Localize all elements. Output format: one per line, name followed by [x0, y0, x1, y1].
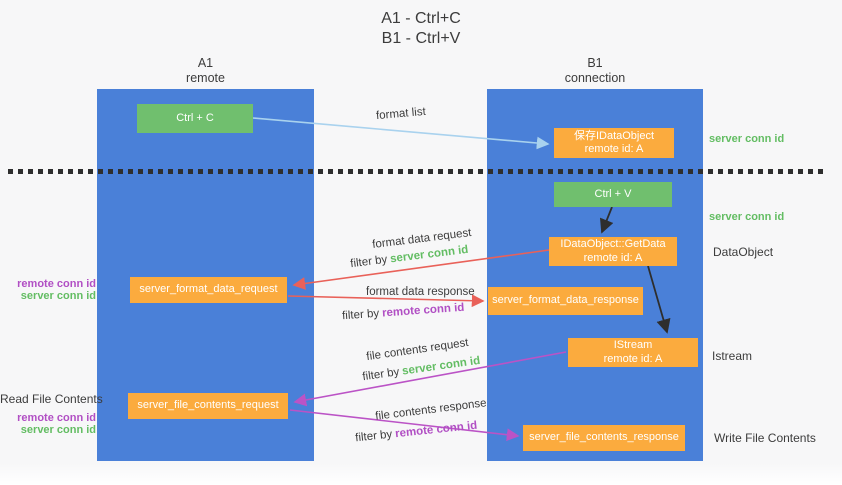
label-istream: Istream — [712, 349, 753, 363]
arrow-file-contents-request — [293, 351, 567, 407]
node-getdata-line2: remote id: A — [583, 251, 643, 264]
node-istream: IStream remote id: A — [568, 338, 698, 367]
lifeline-header-a1: A1 remote — [97, 56, 314, 85]
diagram-title: A1 - Ctrl+C B1 - Ctrl+V — [0, 9, 842, 49]
title-line-1: A1 - Ctrl+C — [381, 10, 461, 27]
node-ctrl-v: Ctrl + V — [554, 182, 672, 207]
filter-by-text-2: filter by — [341, 307, 380, 323]
node-file-request-label: server_file_contents_request — [137, 399, 279, 412]
arrow-ctrlv-to-getdata — [599, 206, 614, 234]
node-ctrl-c: Ctrl + C — [137, 104, 253, 133]
node-ctrl-v-label: Ctrl + V — [594, 187, 632, 200]
arrow-getdata-to-istream — [647, 265, 671, 334]
left-conn-id-group-mid: remote conn id server conn id — [0, 278, 96, 302]
label-remote-conn-id-left-mid: remote conn id — [17, 278, 96, 290]
node-idataobject-getdata: IDataObject::GetData remote id: A — [549, 237, 677, 266]
lifeline-b1-role: connection — [564, 70, 626, 85]
node-getdata-line1: IDataObject::GetData — [560, 238, 666, 250]
node-server-format-data-response: server_format_data_response — [488, 287, 643, 315]
label-server-conn-id-right-top: server conn id — [709, 133, 785, 145]
arrow-format-data-response — [287, 294, 485, 308]
node-server-format-data-request: server_format_data_request — [130, 277, 287, 303]
lifeline-a1-role: remote — [186, 70, 225, 85]
label-format-data-response: format data response — [366, 286, 475, 298]
arrow-format-data-request — [292, 249, 550, 290]
node-format-request-label: server_format_data_request — [139, 283, 278, 296]
phase-separator-dotted-line — [8, 169, 823, 174]
lifeline-header-b1: B1 connection — [487, 56, 703, 85]
title-line-2: B1 - Ctrl+V — [381, 30, 461, 47]
label-remote-conn-id-left-bottom: remote conn id — [17, 412, 96, 424]
lifeline-b1-name: B1 — [587, 56, 603, 70]
node-server-file-contents-request: server_file_contents_request — [128, 393, 288, 419]
arrow-format-list — [252, 117, 550, 150]
label-dataobject: DataObject — [713, 245, 774, 259]
label-server-conn-id-right-mid: server conn id — [709, 211, 785, 223]
node-server-file-contents-response: server_file_contents_response — [523, 425, 685, 451]
node-save-idataobject: 保存IDataObject remote id: A — [554, 128, 674, 158]
node-istream-line2: remote id: A — [603, 352, 663, 365]
node-save-idataobject-line1: 保存IDataObject — [573, 129, 655, 142]
node-ctrl-c-label: Ctrl + C — [176, 111, 214, 124]
node-save-idataobject-line2: remote id: A — [584, 143, 644, 155]
label-server-conn-id-left-bottom: server conn id — [20, 424, 96, 436]
left-conn-id-group-bottom: remote conn id server conn id — [0, 412, 96, 436]
label-server-conn-id-left-mid: server conn id — [20, 290, 96, 302]
label-read-file-contents: Read File Contents — [0, 392, 103, 406]
node-istream-line1: IStream — [613, 339, 653, 351]
node-format-response-label: server_format_data_response — [492, 294, 639, 307]
lifeline-a1-name: A1 — [197, 56, 214, 70]
arrow-file-contents-response — [289, 409, 520, 442]
node-file-response-label: server_file_contents_response — [529, 431, 679, 444]
label-write-file-contents: Write File Contents — [714, 431, 816, 445]
